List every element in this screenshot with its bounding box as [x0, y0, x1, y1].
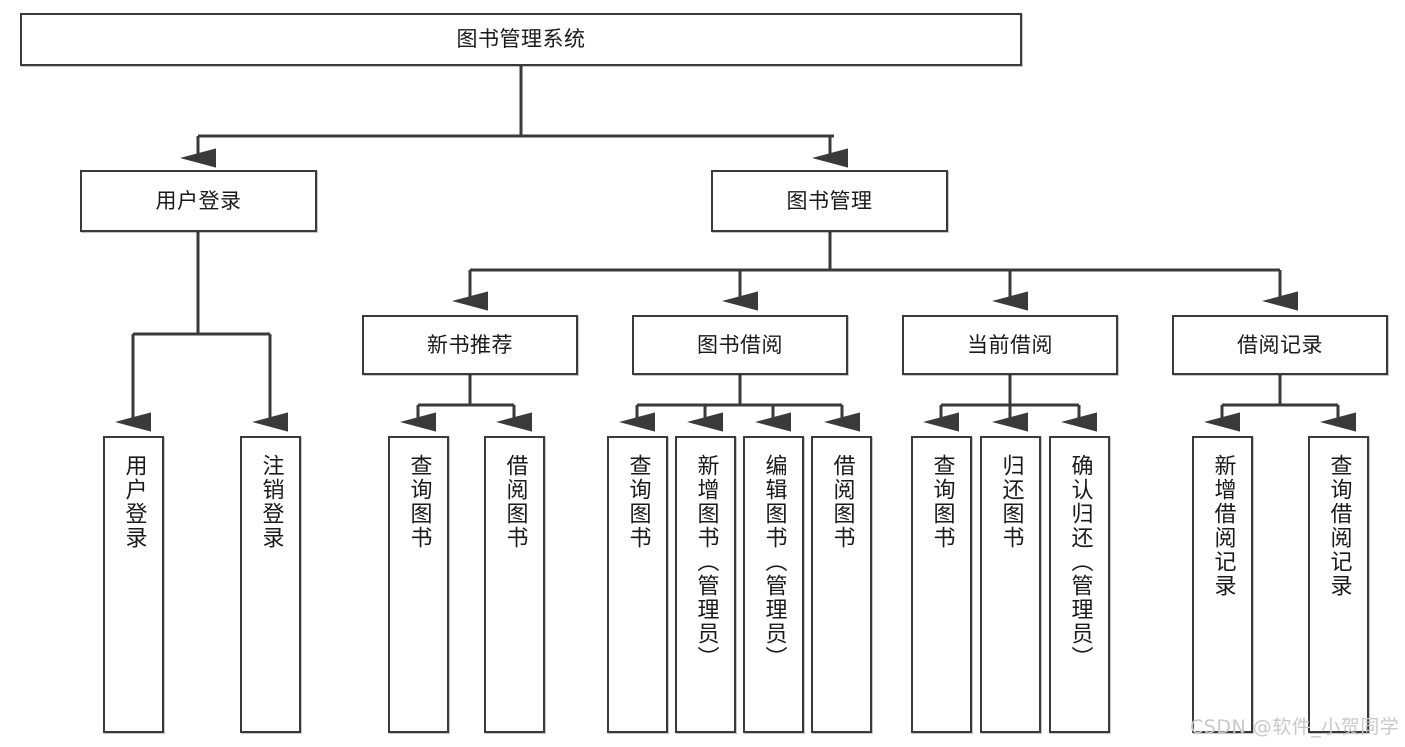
leaf-confirm-return-admin[interactable]: 确认归还（管理员） — [1049, 436, 1110, 733]
leaf-logout-label: 注销登录 — [258, 454, 284, 550]
node-book-management-label: 图书管理 — [786, 188, 873, 213]
leaf-add-borrow-record-label: 新增借阅记录 — [1210, 454, 1236, 598]
leaf-logout[interactable]: 注销登录 — [240, 436, 301, 733]
node-borrow-record-label: 借阅记录 — [1237, 332, 1323, 357]
node-current-borrow[interactable]: 当前借阅 — [902, 315, 1118, 375]
leaf-query-book-borrow-label: 查询图书 — [625, 454, 651, 550]
leaf-confirm-return-admin-label: 确认归还（管理员） — [1067, 454, 1093, 670]
leaf-query-book-current[interactable]: 查询图书 — [911, 436, 972, 733]
leaf-query-book-current-label: 查询图书 — [929, 454, 955, 550]
node-book-borrow-label: 图书借阅 — [697, 332, 783, 357]
leaf-add-borrow-record[interactable]: 新增借阅记录 — [1192, 436, 1253, 733]
node-root[interactable]: 图书管理系统 — [20, 13, 1022, 66]
leaf-user-login-label: 用户登录 — [121, 454, 147, 550]
leaf-return-book-label: 归还图书 — [998, 454, 1024, 550]
leaf-edit-book-admin-label: 编辑图书（管理员） — [761, 454, 787, 670]
node-user-login[interactable]: 用户登录 — [80, 170, 317, 232]
node-book-management[interactable]: 图书管理 — [711, 170, 948, 232]
node-new-book-recommend-label: 新书推荐 — [427, 332, 513, 357]
leaf-return-book[interactable]: 归还图书 — [980, 436, 1041, 733]
leaf-add-book-admin[interactable]: 新增图书（管理员） — [675, 436, 736, 733]
leaf-edit-book-admin[interactable]: 编辑图书（管理员） — [743, 436, 804, 733]
watermark: CSDN @软件_小贺同学 — [1190, 716, 1400, 738]
leaf-add-book-admin-label: 新增图书（管理员） — [693, 454, 719, 670]
node-borrow-record[interactable]: 借阅记录 — [1172, 315, 1388, 375]
leaf-query-book-borrow[interactable]: 查询图书 — [607, 436, 668, 733]
node-new-book-recommend[interactable]: 新书推荐 — [362, 315, 578, 375]
leaf-borrow-book-new-label: 借阅图书 — [502, 454, 528, 550]
node-current-borrow-label: 当前借阅 — [967, 332, 1053, 357]
node-root-label: 图书管理系统 — [456, 27, 586, 52]
leaf-borrow-book-label: 借阅图书 — [829, 454, 855, 550]
leaf-query-borrow-record[interactable]: 查询借阅记录 — [1308, 436, 1369, 733]
leaf-query-book-new-label: 查询图书 — [406, 454, 432, 550]
leaf-borrow-book-new[interactable]: 借阅图书 — [484, 436, 545, 733]
node-user-login-label: 用户登录 — [155, 188, 242, 213]
leaf-query-book-new[interactable]: 查询图书 — [388, 436, 449, 733]
leaf-borrow-book[interactable]: 借阅图书 — [811, 436, 872, 733]
leaf-query-borrow-record-label: 查询借阅记录 — [1326, 454, 1352, 598]
node-book-borrow[interactable]: 图书借阅 — [632, 315, 848, 375]
leaf-user-login[interactable]: 用户登录 — [103, 436, 164, 733]
